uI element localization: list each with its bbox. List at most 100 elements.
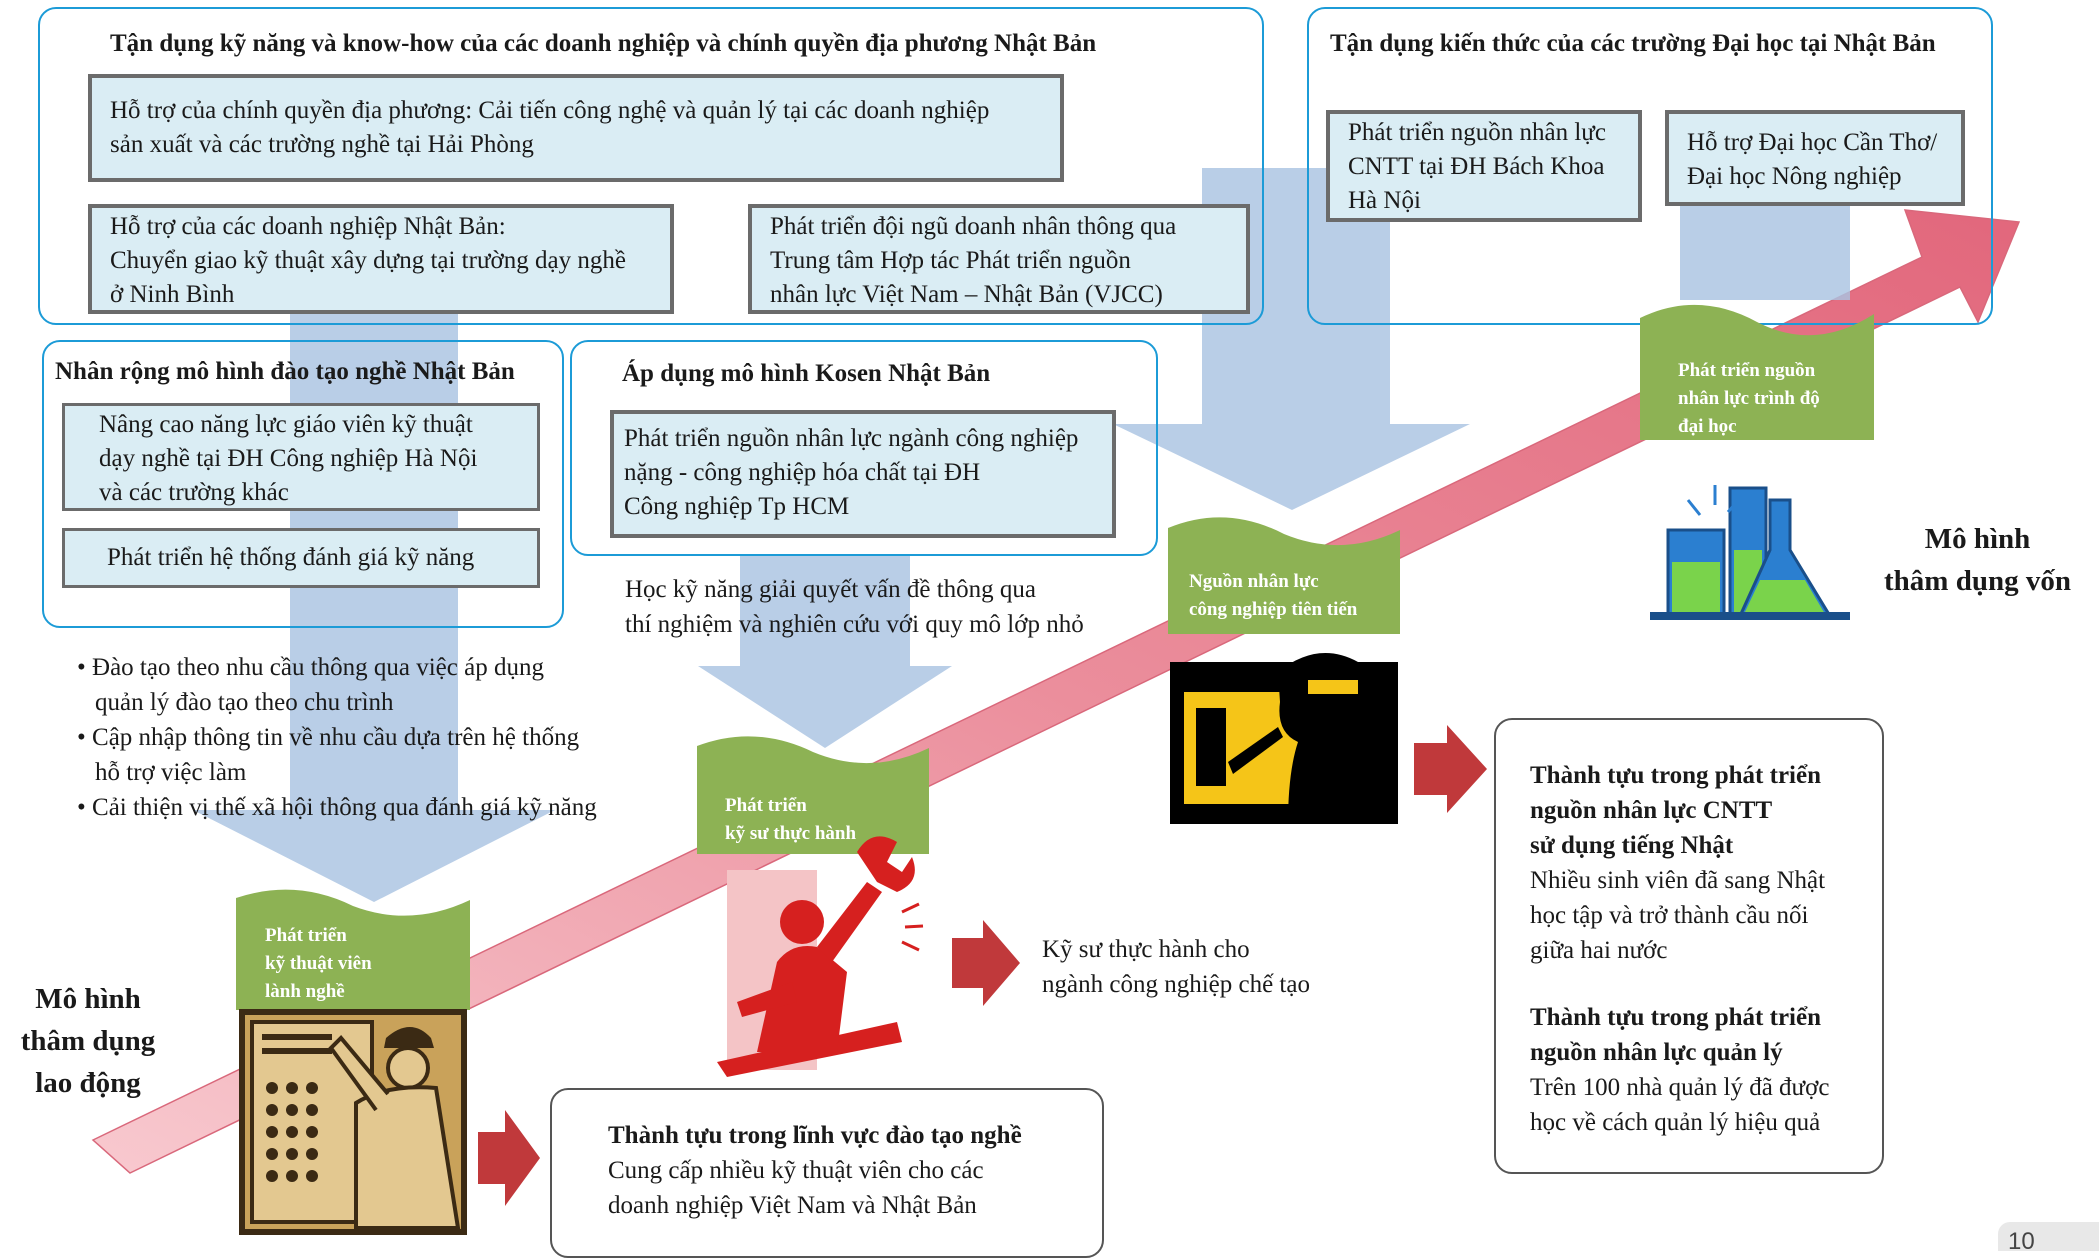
kosen-note-line2: thí nghiệm và nghiên cứu với quy mô lớp … [625,611,1084,638]
card-university-l1: Phát triển nguồn [1678,360,1816,381]
box-vjcc-line3: nhân lực Việt Nam – Nhật Bản (VJCC) [770,281,1163,308]
card-technician-label: Phát triển kỹ thuật viên lành nghề [265,922,372,1006]
result-it-title-l1: Thành tựu trong phát triển [1530,762,1821,789]
result-mgmt-l2: học về cách quản lý hiệu quả [1530,1109,1821,1136]
card-engineer-l2: kỹ sư thực hành [725,823,857,844]
box-kosen-hcm: Phát triển nguồn nhân lực ngành công ngh… [610,410,1116,538]
frame-kosen [570,340,1158,556]
card-industrial-l2: công nghiệp tiên tiến [1189,599,1358,620]
red-arrow-2 [952,920,1020,1006]
down-arrow-university [1680,200,1850,300]
result-it-title-l3: sử dụng tiếng Nhật [1530,832,1734,859]
label-labor-intensive: Mô hình thâm dụng lao động [8,978,168,1104]
box-vjcc-line1: Phát triển đội ngũ doanh nhân thông qua [770,213,1177,240]
box-cantho: Hỗ trợ Đại học Cần Thơ/ Đại học Nông ngh… [1665,110,1965,206]
frame-kosen-title: Áp dụng mô hình Kosen Nhật Bản [622,360,991,387]
box-teacher-line1: Nâng cao năng lực giáo viên kỹ thuật [99,411,473,438]
box-skill-assessment: Phát triển hệ thống đánh giá kỹ năng [62,528,540,588]
result-it-title-l2: nguồn nhân lực CNTT [1530,797,1773,824]
box-vjcc-line2: Trung tâm Hợp tác Phát triển nguồn [770,247,1131,274]
card-industrial [1168,517,1400,824]
box-haiphong-line1: Hỗ trợ của chính quyền địa phương: Cải t… [110,97,990,124]
result-it-l3: giữa hai nước [1530,937,1668,964]
page-number: 10 [1998,1222,2099,1255]
frame-local-know-how [38,7,1264,325]
box-ninhbinh-line2: Chuyển giao kỹ thuật xây dựng tại trường… [110,247,626,274]
kosen-note: Học kỹ năng giải quyết vấn đề thông qua … [625,572,1084,642]
result-vocational-l2: doanh nghiệp Việt Nam và Nhật Bản [608,1192,977,1219]
frame-vocational-model [42,340,564,628]
card-technician-l3: lành nghề [265,981,345,1002]
result-engineer-l2: ngành công nghiệp chế tạo [1042,971,1310,998]
card-university-l2: nhân lực trình độ [1678,388,1820,409]
card-technician-l1: Phát triển [265,925,347,946]
box-haiphong-support: Hỗ trợ của chính quyền địa phương: Cải t… [88,74,1064,182]
box-teacher-line3: và các trường khác [99,479,289,506]
card-engineer [697,736,929,1077]
result-vocational-title: Thành tựu trong lĩnh vực đào tạo nghề [608,1122,1022,1149]
technician-illustration [239,1009,467,1235]
box-bachkhoa-line1: Phát triển nguồn nhân lực [1348,119,1606,146]
down-arrow-kosen [698,555,952,748]
vocational-bullets: • Đào tạo theo nhu cầu thông qua việc áp… [75,650,597,825]
box-skill-assessment-text: Phát triển hệ thống đánh giá kỹ năng [107,544,475,571]
result-mgmt-title-l2: nguồn nhân lực quản lý [1530,1039,1783,1066]
box-bachkhoa: Phát triển nguồn nhân lực CNTT tại ĐH Bá… [1326,110,1642,222]
bullet-2-line2: hỗ trợ việc làm [95,759,247,786]
red-arrow-1 [478,1110,540,1206]
box-teacher-capacity: Nâng cao năng lực giáo viên kỹ thuật dạy… [62,403,540,511]
label-capital-intensive: Mô hình thâm dụng vốn [1870,518,2085,602]
frame-university-title: Tận dụng kiến thức của các trường Đại họ… [1330,30,1936,57]
label-capital-l2: thâm dụng vốn [1884,565,2071,597]
frame-vocational-title: Nhân rộng mô hình đào tạo nghề Nhật Bản [55,358,515,385]
card-engineer-label: Phát triển kỹ sư thực hành [725,792,856,848]
label-labor-l3: lao động [35,1067,141,1099]
box-ninhbinh-line1: Hỗ trợ của các doanh nghiệp Nhật Bản: [110,213,506,240]
frame-local-know-how-title: Tận dụng kỹ năng và know-how của các doa… [110,30,1097,57]
box-bachkhoa-line3: Hà Nội [1348,187,1421,214]
card-university [1640,304,1874,620]
box-cantho-line1: Hỗ trợ Đại học Cần Thơ/ [1687,129,1938,156]
result-mgmt-l1: Trên 100 nhà quản lý đã được [1530,1074,1830,1101]
result-vocational-l1: Cung cấp nhiều kỹ thuật viên cho các [608,1157,984,1184]
card-engineer-l1: Phát triển [725,795,807,816]
box-teacher-line2: dạy nghề tại ĐH Công nghiệp Hà Nội [99,445,478,472]
box-ninhbinh-support: Hỗ trợ của các doanh nghiệp Nhật Bản: Ch… [88,204,674,314]
bullet-item: • Cải thiện vị thế xã hội thông qua đánh… [77,794,597,821]
industrial-illustration [1170,653,1398,824]
box-cantho-line2: Đại học Nông nghiệp [1687,163,1902,190]
result-engineer: Kỹ sư thực hành cho ngành công nghiệp ch… [1042,932,1310,1002]
bullet-3-line1: Cải thiện vị thế xã hội thông qua đánh g… [92,794,597,821]
box-ninhbinh-line3: ở Ninh Bình [110,281,235,308]
result-it-l1: Nhiều sinh viên đã sang Nhật [1530,867,1826,894]
engineer-illustration [717,836,915,1077]
box-kosen-line3: Công nghiệp Tp HCM [624,493,850,520]
box-haiphong-line2: sản xuất và các trường nghề tại Hải Phòn… [110,131,534,158]
result-it-l2: học tập và trở thành cầu nối [1530,902,1809,929]
bullet-1-line2: quản lý đào tạo theo chu trình [95,689,394,716]
card-technician [236,889,470,1235]
red-arrow-3 [1414,725,1487,813]
box-kosen-line1: Phát triển nguồn nhân lực ngành công ngh… [624,425,1079,452]
label-labor-l2: thâm dụng [20,1025,156,1057]
result-it-management: Thành tựu trong phát triển nguồn nhân lự… [1494,718,1884,1174]
card-industrial-label: Nguồn nhân lực công nghiệp tiên tiến [1189,568,1357,624]
card-university-l3: đại học [1678,416,1737,437]
bullet-2-line1: Cập nhập thông tin về nhu cầu dựa trên h… [92,724,580,751]
result-vocational: Thành tựu trong lĩnh vực đào tạo nghề Cu… [550,1088,1104,1258]
result-engineer-l1: Kỹ sư thực hành cho [1042,936,1250,963]
kosen-note-line1: Học kỹ năng giải quyết vấn đề thông qua [625,576,1037,603]
down-arrow-vocational [193,300,555,902]
label-capital-l1: Mô hình [1924,523,2031,555]
result-mgmt-title-l1: Thành tựu trong phát triển [1530,1004,1821,1031]
label-labor-l1: Mô hình [35,983,141,1015]
bullet-item: • Đào tạo theo nhu cầu thông qua việc áp… [77,654,544,716]
box-kosen-line2: nặng - công nghiệp hóa chất tại ĐH [624,459,981,486]
card-technician-l2: kỹ thuật viên [265,953,372,974]
card-university-label: Phát triển nguồn nhân lực trình độ đại h… [1678,357,1820,441]
box-vjcc: Phát triển đội ngũ doanh nhân thông qua … [748,204,1250,314]
lab-flask-illustration [1650,485,1850,620]
bullet-1-line1: Đào tạo theo nhu cầu thông qua việc áp d… [92,654,544,681]
card-industrial-l1: Nguồn nhân lực [1189,571,1319,592]
box-bachkhoa-line2: CNTT tại ĐH Bách Khoa [1348,153,1605,180]
